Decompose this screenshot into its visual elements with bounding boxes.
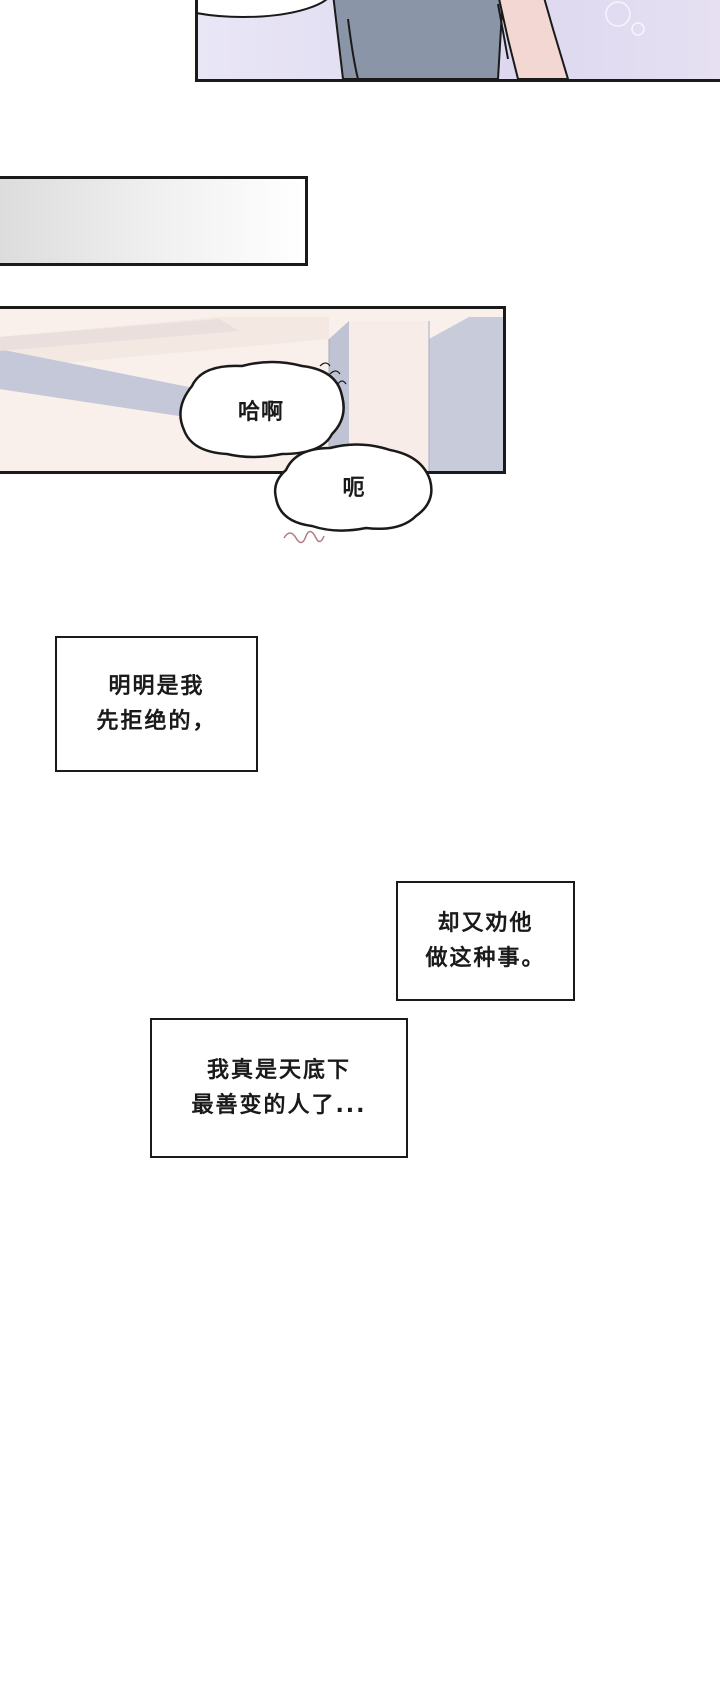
caption-1-line-1: 明明是我 [108, 674, 205, 699]
comic-panel-character [195, 0, 720, 82]
bubble-shape-icon [179, 360, 347, 459]
caption-box-2: 却又劝他 做这种事。 [396, 881, 575, 1001]
comic-panel-gray [0, 176, 308, 266]
caption-3-line-2: 最善变的人了... [191, 1093, 367, 1118]
character-illustration [198, 0, 645, 79]
speech-bubble-haa: 哈啊 [172, 356, 350, 464]
speech-bubble-e: 呃 [270, 436, 438, 536]
caption-3-line-1: 我真是天底下 [206, 1058, 351, 1083]
blush-scribble-icon [283, 530, 325, 544]
bubble-e-text: 呃 [342, 476, 366, 501]
caption-box-1: 明明是我 先拒绝的， [55, 636, 258, 772]
caption-1-line-2: 先拒绝的， [96, 709, 217, 734]
caption-box-3: 我真是天底下 最善变的人了... [150, 1018, 408, 1158]
bubble-shape-icon [273, 443, 433, 532]
caption-2-line-1: 却又劝他 [437, 911, 534, 936]
caption-2-line-2: 做这种事。 [425, 946, 546, 971]
bubble-haa-text: 哈啊 [237, 400, 284, 425]
